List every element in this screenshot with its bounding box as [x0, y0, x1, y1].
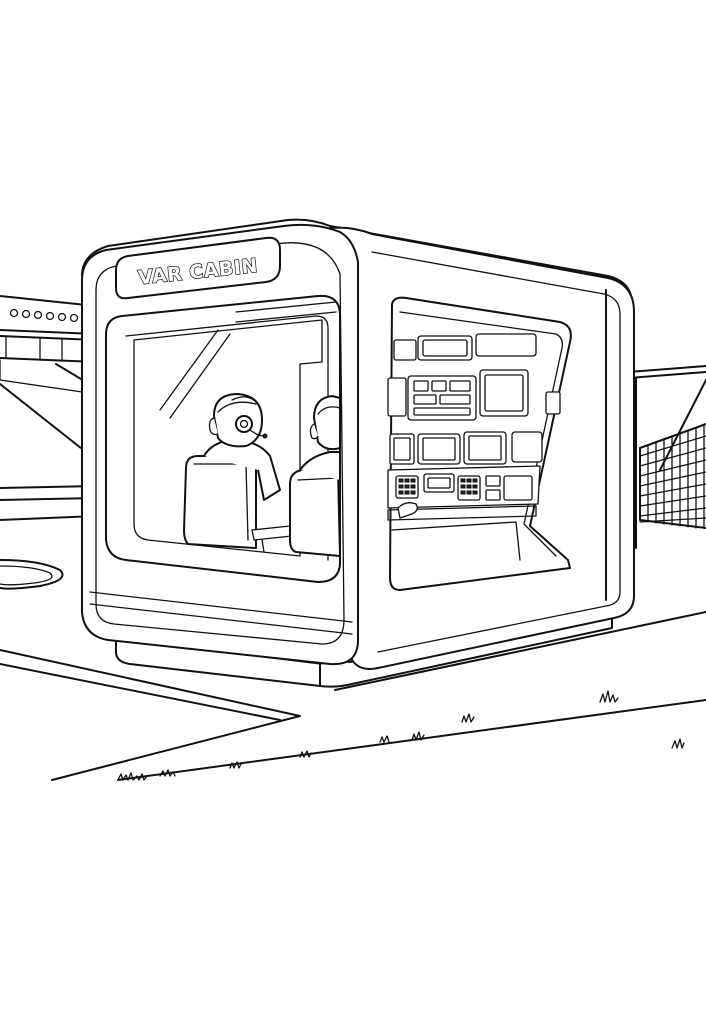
var-cabin: VAR CABIN: [81, 218, 635, 688]
grass-tufts: [117, 690, 685, 781]
control-console: [387, 333, 561, 561]
monitor: [393, 339, 417, 361]
monitor: [417, 335, 473, 361]
monitor: [417, 433, 461, 465]
operator-hand: [397, 502, 418, 519]
var-official-left: [183, 393, 293, 553]
stadium-stand-left: [0, 295, 97, 590]
monitor: [475, 333, 537, 357]
monitor: [389, 433, 415, 465]
monitor-bank-top: [393, 333, 537, 361]
pitch-markings: [0, 611, 706, 781]
monitor: [387, 377, 407, 417]
headset-icon: [235, 415, 253, 433]
monitor: [463, 431, 507, 465]
monitor: [511, 431, 543, 463]
var-official-right: [289, 395, 341, 557]
monitor-bank-middle: [387, 369, 561, 421]
var-cabin-sign: VAR CABIN: [115, 236, 281, 300]
stadium-floodlights: [9, 308, 79, 323]
goal-net: [627, 365, 706, 553]
monitor: [407, 375, 477, 421]
console-desk: [387, 465, 541, 521]
monitor: [479, 369, 529, 417]
monitor: [545, 391, 561, 415]
monitor-bank-lower: [389, 431, 543, 465]
